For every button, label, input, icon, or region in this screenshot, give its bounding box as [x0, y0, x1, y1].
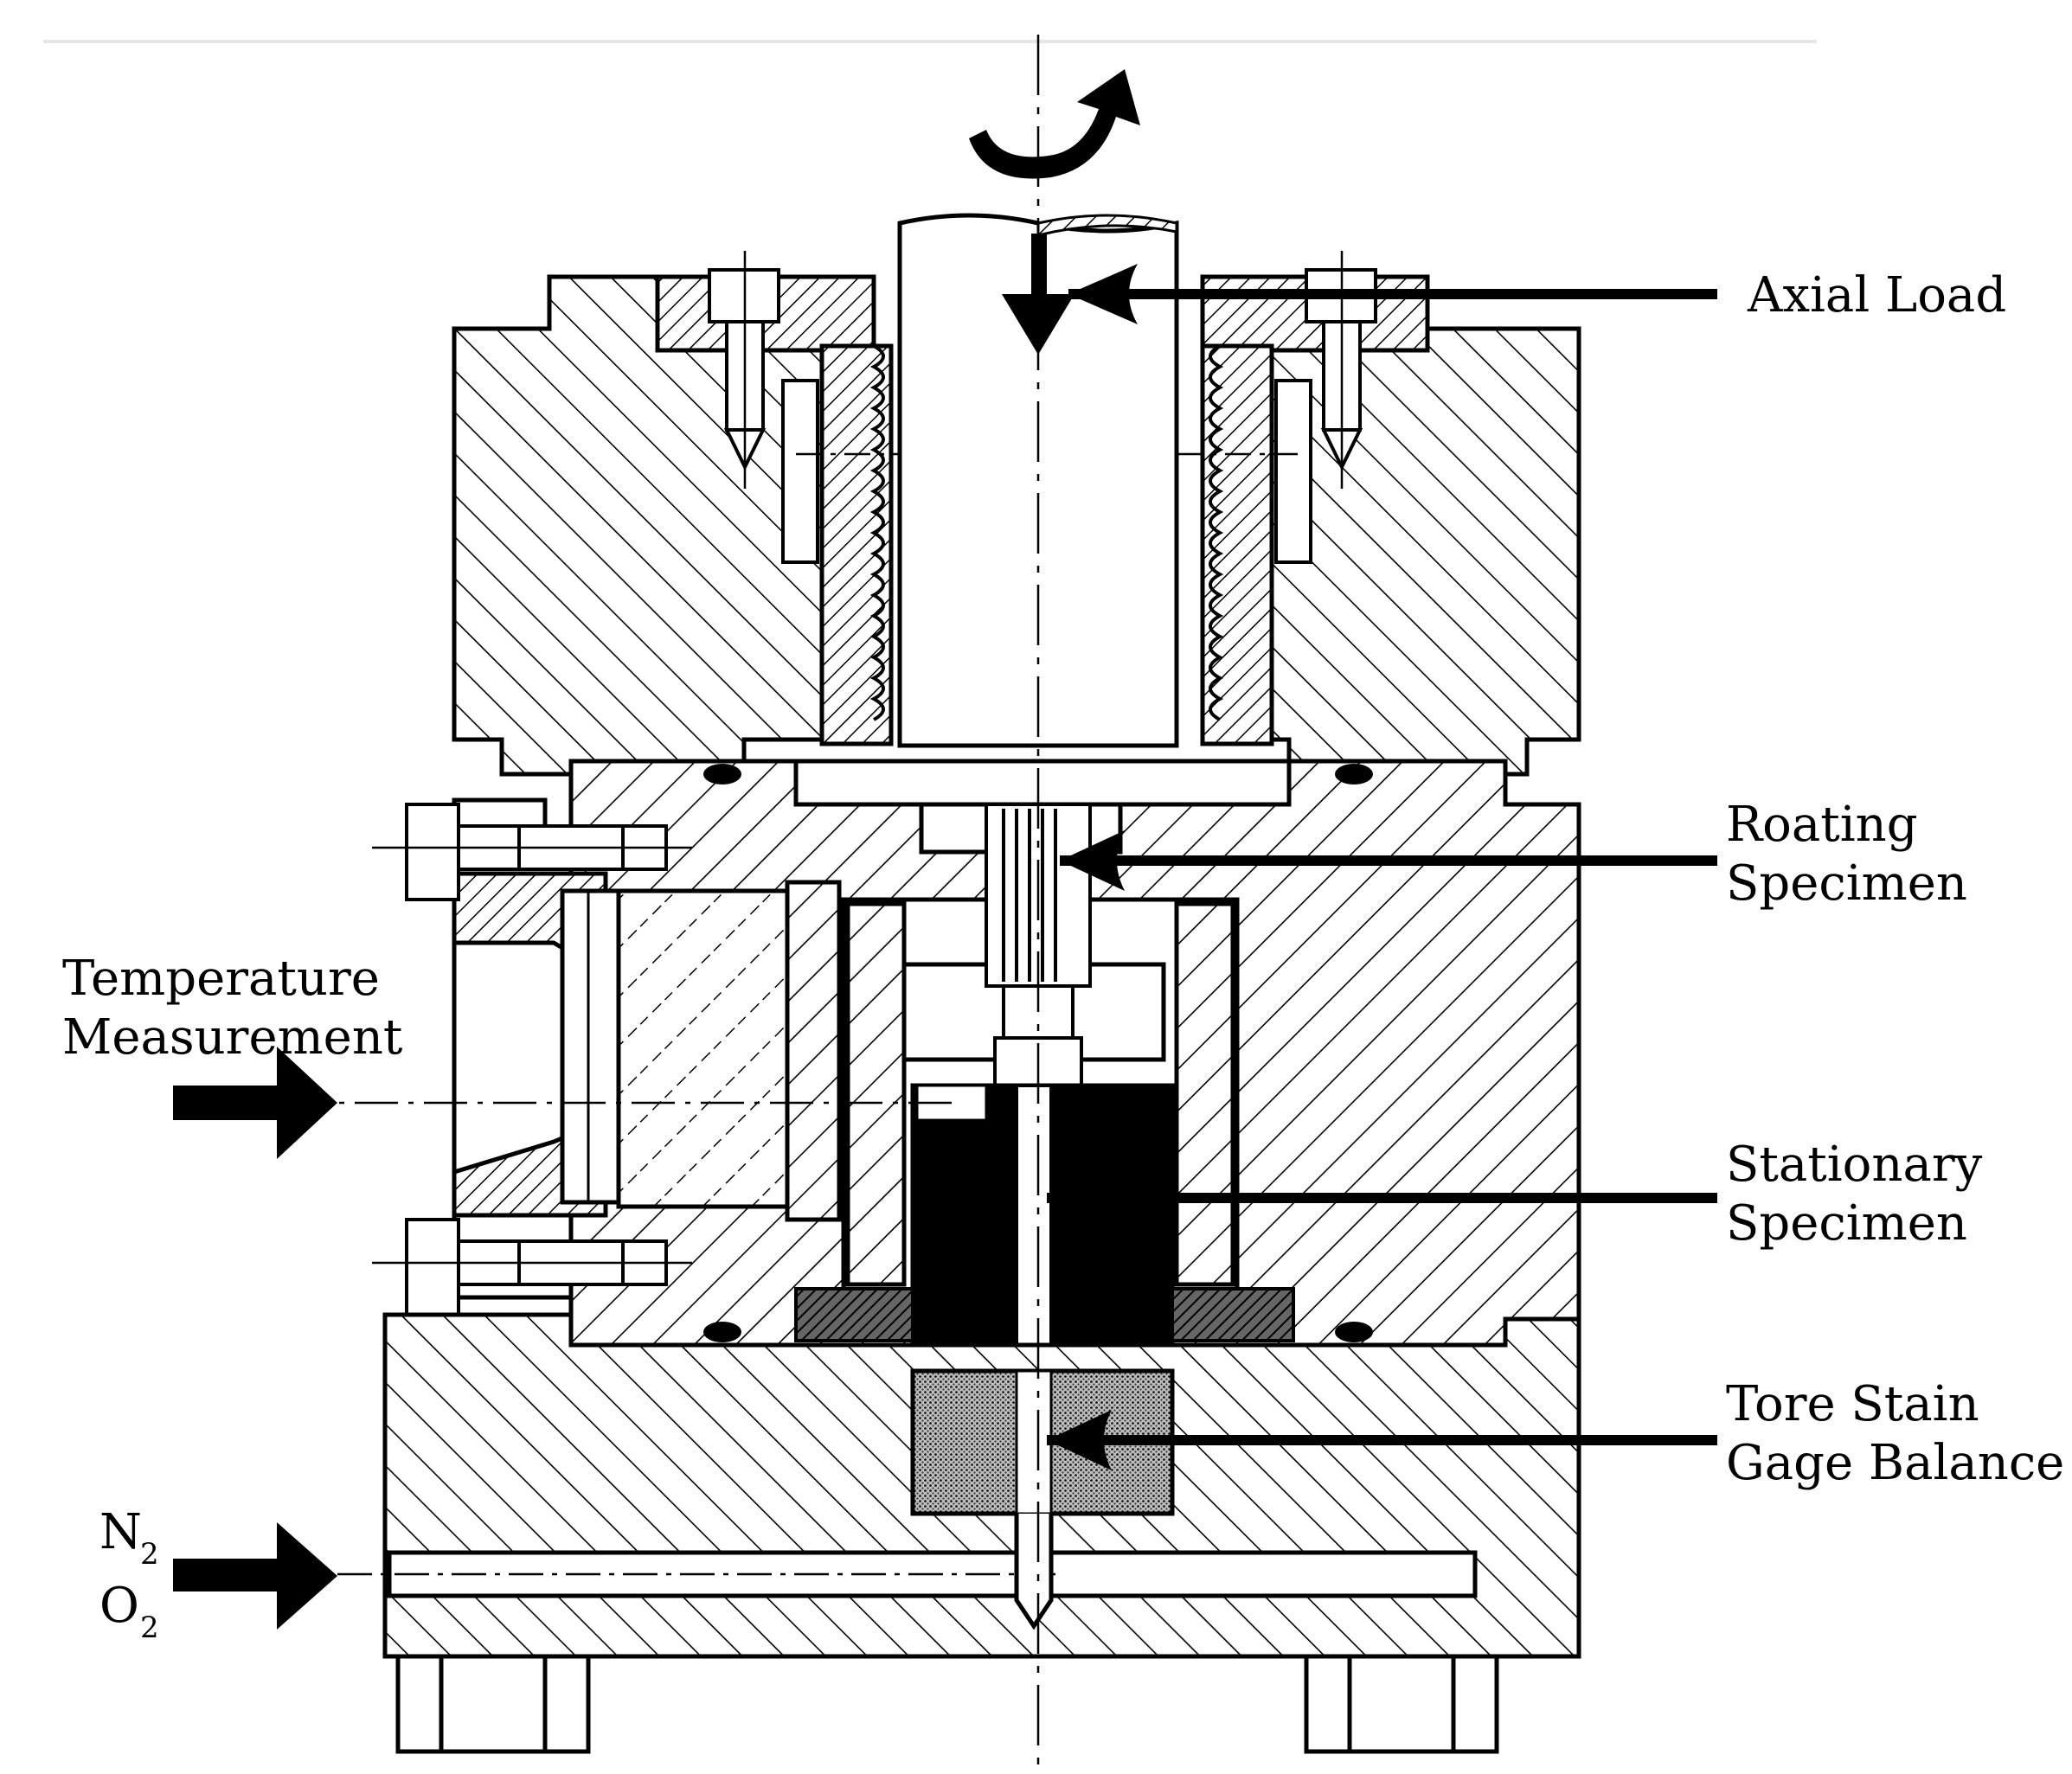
dark-seal-rings	[794, 1287, 1295, 1342]
strain-gage-balance	[910, 1368, 1175, 1630]
rotating-specimen	[985, 803, 1092, 1087]
label-temperature-line1: Temperature	[62, 951, 380, 1007]
balance-leader	[1047, 1410, 1717, 1470]
label-balance-line1: Tore Stain	[1726, 1376, 1979, 1432]
base-feet	[395, 1654, 1499, 1754]
label-temperature-line2: Measurement	[62, 1009, 403, 1066]
right-spring	[1209, 344, 1224, 721]
label-stationary-line1: Stationary	[1726, 1137, 1983, 1193]
o-rings	[703, 764, 1373, 1342]
label-balance-line2: Gage Balance	[1726, 1435, 2064, 1491]
upper-side-bolt	[372, 803, 692, 901]
down-arrow-icon	[1002, 234, 1074, 355]
left-spring	[869, 344, 885, 721]
rotating-specimen-leader	[1060, 830, 1717, 891]
label-axial-load: Axial Load	[1747, 267, 2006, 323]
top-left-bolt	[708, 251, 780, 489]
label-gas-o-sub: 2	[140, 1611, 159, 1645]
right-arrow-icon	[173, 1047, 337, 1159]
label-gas-o: O	[99, 1578, 139, 1634]
right-arrow-icon	[173, 1522, 337, 1630]
label-stationary-line2: Specimen	[1726, 1195, 1967, 1252]
label-gas-n-sub: 2	[140, 1537, 159, 1572]
top-pins	[781, 379, 1312, 564]
curved-rotation-arrow-icon	[969, 69, 1140, 179]
axial-load-leader	[1068, 264, 1717, 324]
label-gas-n: N	[99, 1504, 142, 1560]
window-housing	[452, 797, 842, 1300]
label-rotating-line2: Specimen	[1726, 855, 1967, 912]
label-rotating-line1: Roating	[1726, 797, 1918, 853]
lower-side-bolt	[372, 1218, 692, 1316]
